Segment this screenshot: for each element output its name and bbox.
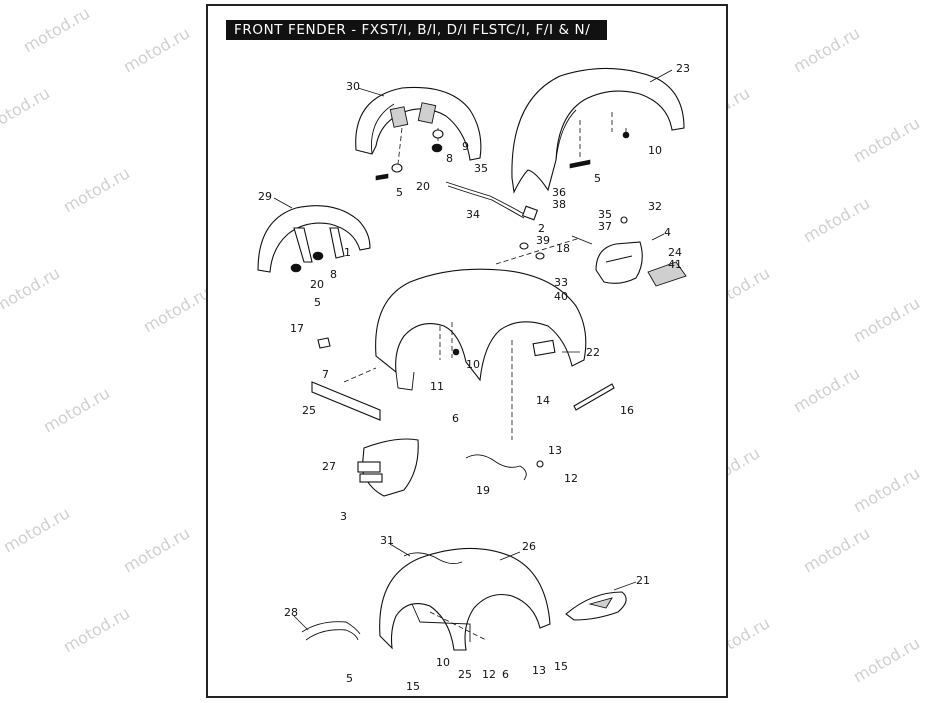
callout-5: 5 (396, 186, 403, 199)
callout-24: 24 (668, 246, 682, 259)
callout-13: 13 (532, 664, 546, 677)
callout-36: 36 (552, 186, 566, 199)
callout-20: 20 (310, 278, 324, 291)
callout-12: 12 (564, 472, 578, 485)
callout-23: 23 (676, 62, 690, 75)
part-26-lower-fender (379, 547, 551, 651)
small-hardware (495, 216, 665, 265)
callout-5: 5 (314, 296, 321, 309)
callout-38: 38 (552, 198, 566, 211)
part-31-emblem (403, 552, 463, 565)
callout-31: 31 (380, 534, 394, 547)
callout-19: 19 (476, 484, 490, 497)
part-19-emblem (465, 454, 544, 481)
title-bar: FRONT FENDER - FXST/I, B/I, D/I FLSTC/I,… (226, 20, 607, 40)
leader-lines (273, 69, 673, 631)
callout-12: 12 (482, 668, 496, 681)
callout-26: 26 (522, 540, 536, 553)
callout-18: 18 (556, 242, 570, 255)
callout-35: 35 (598, 208, 612, 221)
callout-40: 40 (554, 290, 568, 303)
callout-15: 15 (406, 680, 420, 693)
callout-6: 6 (452, 412, 459, 425)
part-23-fender (511, 67, 685, 194)
part-27-bracket (357, 438, 419, 497)
diagram-title: FRONT FENDER - FXST/I, B/I, D/I FLSTC/I,… (234, 22, 591, 38)
callout-5: 5 (346, 672, 353, 685)
callout-labels: 30 23 9 8 10 35 20 5 5 29 36 38 34 32 35… (258, 62, 690, 693)
part-9-8-nuts (375, 129, 444, 181)
callout-3: 3 (340, 510, 347, 523)
callout-21: 21 (636, 574, 650, 587)
callout-25: 25 (302, 404, 316, 417)
part-21-fender-tip (565, 591, 627, 621)
callout-1: 1 (344, 246, 351, 259)
callout-5: 5 (594, 172, 601, 185)
part-34-wire-harness (445, 181, 539, 221)
part-22-main-fender (375, 268, 587, 440)
callout-35: 35 (474, 162, 488, 175)
callout-30: 30 (346, 80, 360, 93)
callout-16: 16 (620, 404, 634, 417)
part-24-lens (647, 261, 687, 287)
callout-28: 28 (284, 606, 298, 619)
callout-8: 8 (330, 268, 337, 281)
part-33-lamp-housing (595, 241, 643, 284)
callout-10: 10 (436, 656, 450, 669)
callout-14: 14 (536, 394, 550, 407)
callout-13: 13 (548, 444, 562, 457)
part-29-fender (257, 205, 371, 273)
callout-11: 11 (430, 380, 444, 393)
callout-7: 7 (322, 368, 329, 381)
callout-37: 37 (598, 220, 612, 233)
callout-10: 10 (648, 144, 662, 157)
callout-25: 25 (458, 668, 472, 681)
callout-32: 32 (648, 200, 662, 213)
callout-41: 41 (668, 258, 682, 271)
callout-27: 27 (322, 460, 336, 473)
part-30-fender (355, 86, 482, 165)
callout-4: 4 (664, 226, 671, 239)
callout-29: 29 (258, 190, 272, 203)
callout-15: 15 (554, 660, 568, 673)
callout-10: 10 (466, 358, 480, 371)
callout-22: 22 (586, 346, 600, 359)
callout-8: 8 (446, 152, 453, 165)
callout-34: 34 (466, 208, 480, 221)
callout-17: 17 (290, 322, 304, 335)
callout-20: 20 (416, 180, 430, 193)
callout-2: 2 (538, 222, 545, 235)
part-17-clip (317, 337, 331, 349)
callout-39: 39 (536, 234, 550, 247)
callout-6: 6 (502, 668, 509, 681)
part-16-rod (573, 383, 615, 411)
callout-33: 33 (554, 276, 568, 289)
callout-9: 9 (462, 140, 469, 153)
part-25-strip (311, 367, 381, 421)
part-28-rail (301, 621, 361, 641)
